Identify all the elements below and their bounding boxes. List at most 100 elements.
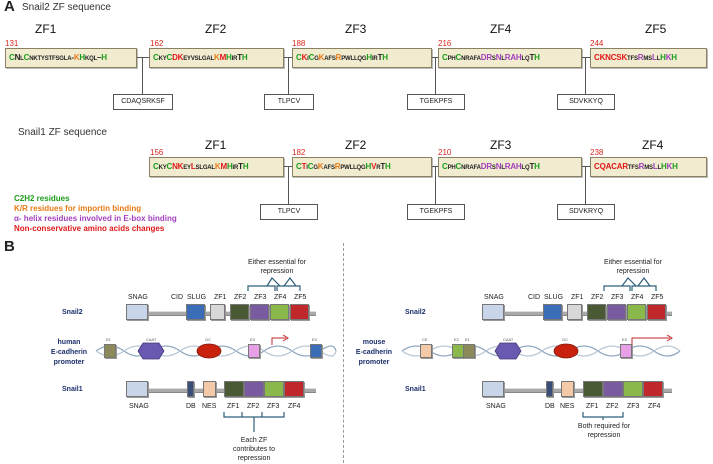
snail1-position-238: 238 <box>590 148 604 157</box>
left-dna-e4-label: E4 <box>312 337 317 342</box>
left-dna-gc-label: GC <box>205 337 211 342</box>
snail1-linker-stem <box>435 167 436 204</box>
snail1-zf1-sequence: CKYCNKEYLSLGALKMHIRTH <box>149 157 284 177</box>
snail2-linker-stem <box>585 58 586 94</box>
right-snail2-zf4-label: ZF4 <box>631 294 644 301</box>
left-promoter-gene: E-cadherin <box>50 349 88 356</box>
left-snail1-nes-label: NES <box>202 403 217 410</box>
right-snail2-zf2-domain <box>587 304 606 320</box>
right-annotation-bottom: Both required for repression <box>577 423 631 439</box>
left-snail2-zf4-label: ZF4 <box>274 294 287 301</box>
right-snail1-zf4-domain <box>643 381 663 397</box>
right-promoter-label: mouse E-cadherin promoter <box>350 338 398 368</box>
right-snail2-slug-domain <box>543 304 562 320</box>
legend-non-conservative: Non-conservative amino acids changes <box>14 224 165 233</box>
panel-b-label: B <box>4 238 15 255</box>
left-annotation-bottom: Each ZF contributes to repression <box>232 437 276 462</box>
right-snail1-name: Snail1 <box>405 386 426 393</box>
snail1-linker-3: SDVKRYQ <box>557 204 615 220</box>
left-snail2-snag-label: SNAG <box>128 294 148 301</box>
right-snail2-cid-label: CID <box>528 294 541 301</box>
right-snail1-db-label: DB <box>545 403 555 410</box>
snail1-zf3-header: ZF3 <box>490 138 512 152</box>
right-promoter-species: mouse <box>362 339 386 346</box>
snail2-linker-stem <box>288 58 289 94</box>
snail2-zf3-sequence: CKICGKAFSRPWLLQGHIRTH <box>292 48 432 68</box>
left-snail1-zf2-domain <box>244 381 264 397</box>
snail2-linker-stem <box>435 58 436 94</box>
left-snail1-zf1-label: ZF1 <box>227 403 240 410</box>
snail1-linker-stem <box>585 167 586 204</box>
left-snail2-slug-domain <box>186 304 205 320</box>
snail2-position-244: 244 <box>590 39 604 48</box>
snail2-zf4-header: ZF4 <box>490 22 512 36</box>
left-snail1-zf2-label: ZF2 <box>247 403 260 410</box>
left-snail1-snag-label: SNAG <box>129 403 149 410</box>
left-dna-e3 <box>248 344 260 358</box>
snail1-position-156: 156 <box>150 148 164 157</box>
snail1-zf4-header: ZF4 <box>642 138 664 152</box>
left-annotation-top: Either essential for repression <box>248 259 306 275</box>
snail2-zf4-sequence: CPHCNRAFADRSNLRAHLQTH <box>438 48 582 68</box>
left-dna-caat-label: CAAT <box>146 337 157 342</box>
snail1-zf2-sequence: CTICGKAFSRPWLLQGHVRTH <box>292 157 432 177</box>
right-snail1-db-domain <box>546 381 553 397</box>
right-dna-ce <box>420 344 432 358</box>
snail2-linker-stem <box>142 58 143 94</box>
right-snail2-zf3-label: ZF3 <box>611 294 624 301</box>
left-snail2-zf5-domain <box>290 304 309 320</box>
left-snail1-db-domain <box>187 381 194 397</box>
left-snail1-zf1-domain <box>224 381 244 397</box>
right-dna-gc-label: GC <box>562 337 568 342</box>
snail1-zf1-header: ZF1 <box>205 138 227 152</box>
right-dna-ce-label: CE <box>422 337 428 342</box>
snail2-zf1-header: ZF1 <box>35 22 57 36</box>
snail2-position-162: 162 <box>150 39 164 48</box>
right-snail1-zf3-domain <box>623 381 643 397</box>
right-dna-e1-label: E1 <box>465 337 470 342</box>
left-promoter-word: promoter <box>53 359 85 366</box>
left-snail2-slug-label: SLUG <box>187 294 207 301</box>
left-snail1-zf3-domain <box>264 381 284 397</box>
snail2-linker-1: CDAQSRKSF <box>113 94 173 110</box>
right-dna-e2-label: E2 <box>454 337 459 342</box>
left-snail1-zf3-label: ZF3 <box>267 403 280 410</box>
snail2-zf3-header: ZF3 <box>345 22 367 36</box>
right-promoter-gene: E-cadherin <box>355 349 393 356</box>
snail1-linker-line <box>582 166 590 167</box>
right-snail2-zf5-label: ZF5 <box>651 294 664 301</box>
right-snail1-zf3-label: ZF3 <box>627 403 640 410</box>
snail2-zf1-sequence: CNLCNKTYSTFSGLA-KHKQL–H <box>5 48 137 68</box>
left-snail2-zf3-label: ZF3 <box>254 294 267 301</box>
right-snail1-nes-label: NES <box>560 403 575 410</box>
left-snail2-zf4-domain <box>270 304 289 320</box>
right-snail2-zf4-domain <box>627 304 646 320</box>
right-snail2-zf2-label: ZF2 <box>591 294 604 301</box>
right-dna-e3-label: E3 <box>622 337 627 342</box>
snail2-linker-2: TLPCV <box>264 94 314 110</box>
right-snail1-zf1-label: ZF1 <box>586 403 599 410</box>
snail2-position-131: 131 <box>5 39 19 48</box>
right-snail2-snag-domain <box>482 304 504 320</box>
left-snail2-zf1-domain <box>210 304 225 320</box>
snail1-zf3-sequence: CPHCNRAFADRSNLRAHLQTH <box>438 157 582 177</box>
left-snail2-name: Snail2 <box>62 309 83 316</box>
left-snail2-zf3-domain <box>250 304 269 320</box>
snail2-zf2-header: ZF2 <box>205 22 227 36</box>
right-snail1-nes-domain <box>561 381 574 397</box>
residue-legend: C2H2 residues K/R residues for importin … <box>14 194 177 234</box>
left-snail2-zf5-label: ZF5 <box>294 294 307 301</box>
left-dna-e1 <box>104 344 116 358</box>
snail1-linker-2: TGEKPFS <box>407 204 465 220</box>
left-snail2-zf2-label: ZF2 <box>234 294 247 301</box>
right-snail2-name: Snail2 <box>405 309 426 316</box>
left-snail1-snag-domain <box>126 381 148 397</box>
left-dna-e4 <box>310 344 322 358</box>
snail1-zf4-sequence: CQACARTFSRMSLLHKH <box>590 157 707 177</box>
left-snail2-zf2-domain <box>230 304 249 320</box>
snail1-position-210: 210 <box>438 148 452 157</box>
